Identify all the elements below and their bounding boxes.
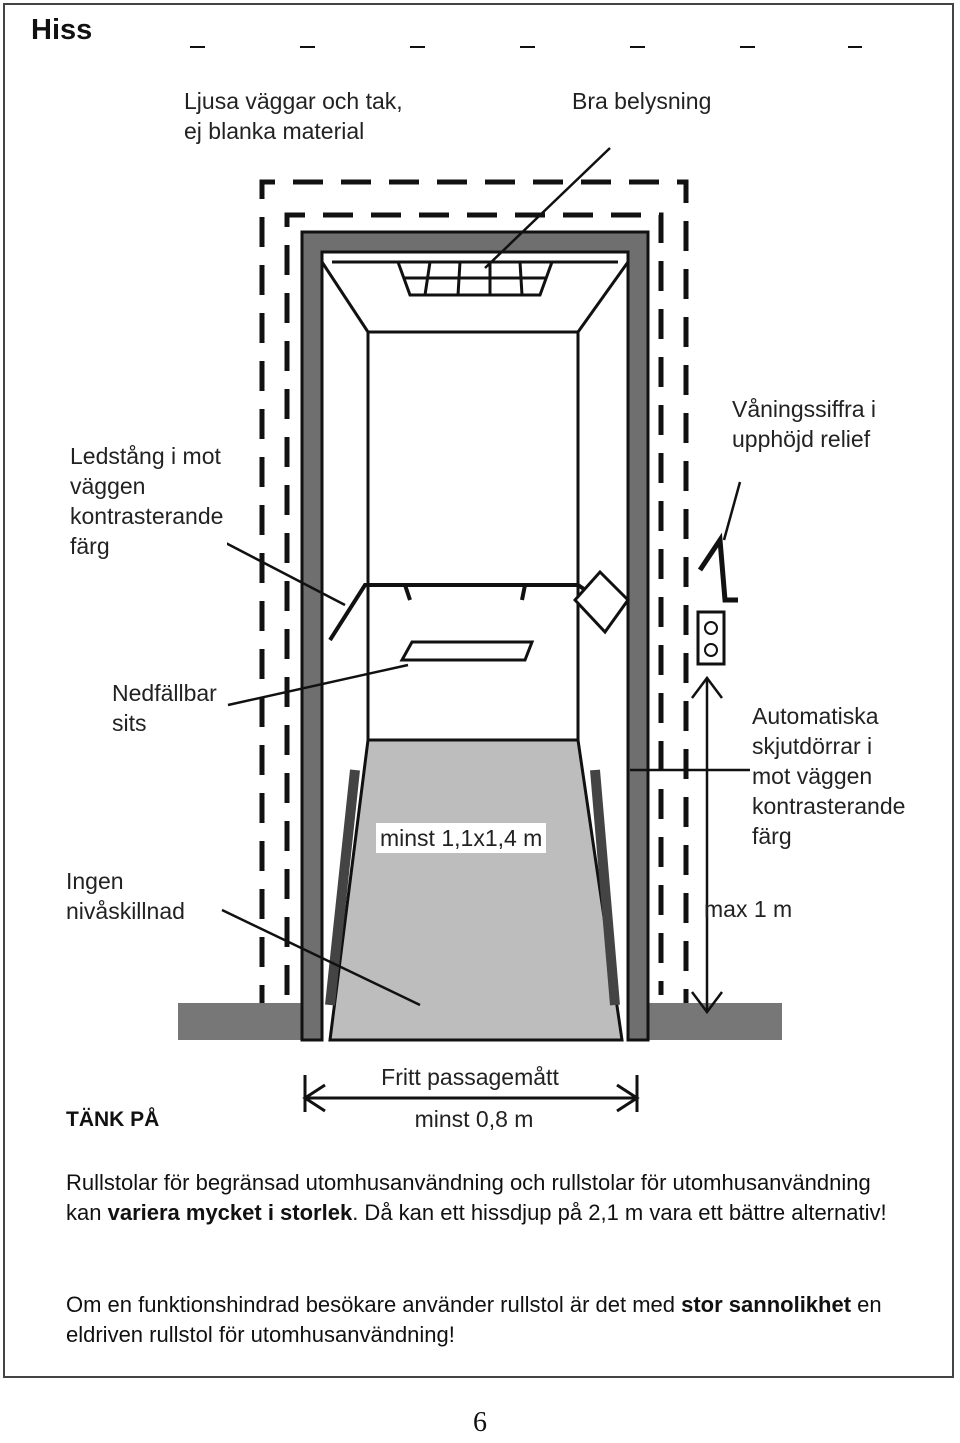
label-passage-title: Fritt passagemått: [381, 1064, 559, 1090]
floor-section: [178, 1003, 302, 1040]
back-wall: [366, 330, 580, 770]
label-floor-number: Våningssiffra i upphöjd relief: [732, 396, 877, 452]
page-number: 6: [473, 1407, 487, 1438]
call-button-icon: [696, 610, 726, 666]
label-doors: Automatiska skjutdörrar i mot väggen kon…: [752, 703, 906, 849]
label-passage-value: minst 0,8 m: [414, 1106, 534, 1132]
door-frame: [300, 230, 650, 1042]
ceiling-light: [395, 260, 555, 297]
fold-down-seat: [399, 640, 535, 662]
label-handrail: Ledstång i mot väggen kontrasterande fär…: [66, 441, 228, 561]
car-floor: [328, 738, 624, 1042]
label-max-height: max 1 m: [704, 896, 793, 922]
think-paragraph-2: Om en funktionshindrad besökare använder…: [66, 1292, 882, 1347]
label-size: minst 1,1x1,4 m: [376, 823, 547, 853]
outer-dashed-frame: [259, 179, 689, 1015]
label-level: Ingen nivåskillnad: [66, 868, 185, 924]
page-frame: [3, 3, 954, 1378]
think-paragraph-1: Rullstolar för begränsad utomhusanvändni…: [66, 1170, 887, 1225]
floor-number-one-icon: [697, 532, 738, 603]
control-panel: [572, 569, 630, 635]
label-walls: Ljusa väggar och tak, ej blanka material: [184, 88, 403, 144]
page-title: Hiss: [31, 14, 93, 46]
think-heading: TÄNK PÅ: [66, 1108, 160, 1131]
passage-dimension: [302, 1075, 640, 1113]
label-seat: Nedfällbar sits: [112, 680, 217, 736]
floor-section-right: [640, 1003, 782, 1040]
dimension-arrow-icon: [691, 675, 723, 1015]
label-lighting: Bra belysning: [572, 88, 712, 114]
arrow-icon: [219, 147, 750, 1007]
